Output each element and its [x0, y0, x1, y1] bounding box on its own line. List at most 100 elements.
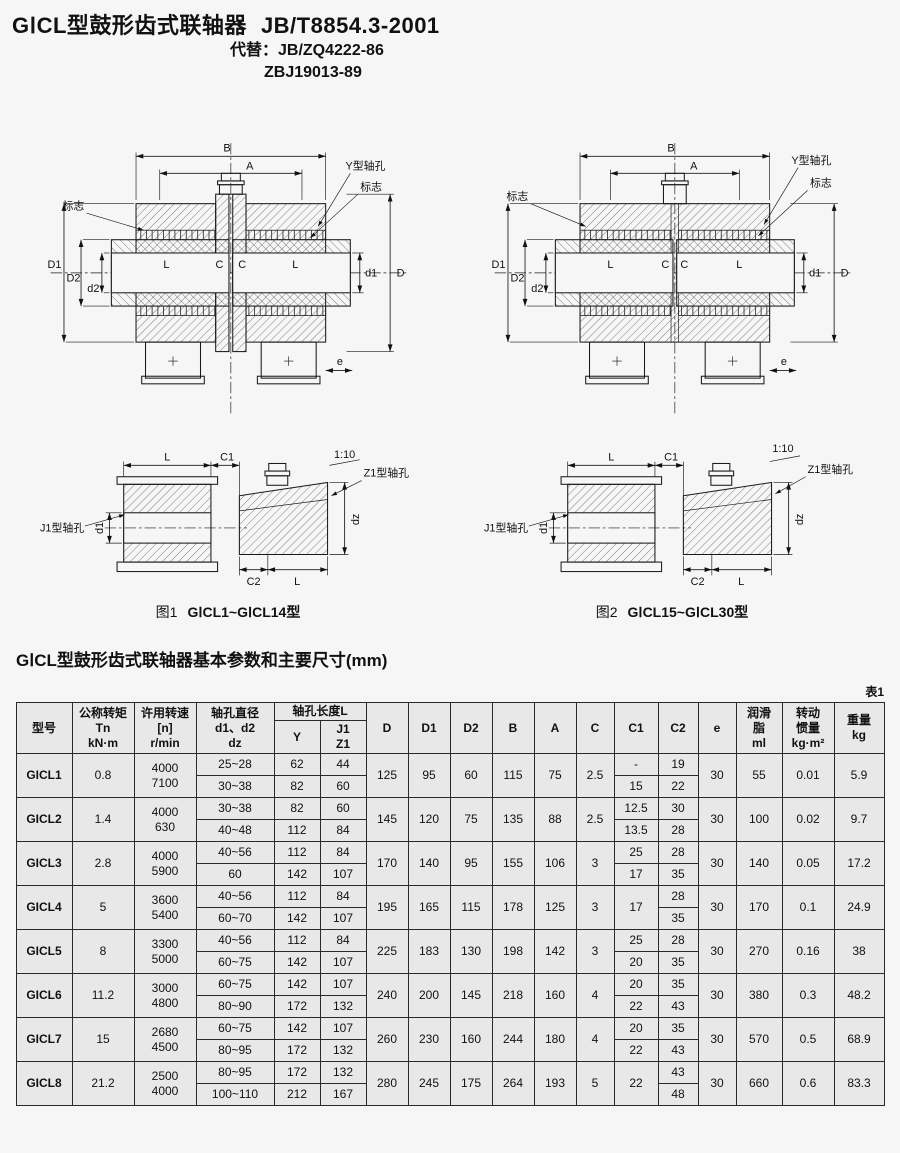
cell-B: 178 [491, 885, 535, 930]
dim-label-d2: d2 [531, 283, 543, 295]
cell-weight: 24.9 [833, 885, 885, 930]
dim-label-d1: d1 [94, 522, 106, 534]
cell-A: 160 [533, 973, 577, 1018]
cell-A: 88 [533, 797, 577, 842]
cell-torque: 21.2 [71, 1061, 135, 1106]
cell-C1: 25 [613, 929, 659, 952]
dim-label-d2: d2 [87, 283, 99, 295]
cell-grease: 380 [735, 973, 783, 1018]
cell-grease: 55 [735, 753, 783, 798]
cell-C2: 19 [657, 753, 699, 776]
cell-bore-diameter: 60~75 [195, 973, 275, 996]
cell-C2: 35 [657, 863, 699, 886]
cell-model: GICL7 [15, 1017, 73, 1062]
dimension-d1: d1 [352, 252, 377, 294]
page-title: GⅠCL型鼓形齿式联轴器 JB/T8854.3-2001 [12, 8, 900, 40]
cell-torque: 1.4 [71, 797, 135, 842]
cell-inertia: 0.02 [781, 797, 835, 842]
cell-length-Y: 82 [273, 797, 321, 820]
cell-D1: 183 [407, 929, 451, 974]
dimension-A: A [610, 161, 740, 200]
col-header-D2: D2 [449, 702, 493, 754]
cell-C: 4 [575, 1017, 615, 1062]
cell-D: 260 [365, 1017, 409, 1062]
col-header-J1Z1: J1 Z1 [319, 720, 367, 754]
title-text: GⅠCL型鼓形齿式联轴器 [12, 13, 247, 38]
dimension-d1: d1 [796, 252, 821, 294]
figure-2: B A 标志 Y型轴孔 标志 [452, 88, 892, 622]
cell-length-Y: 112 [273, 841, 321, 864]
cell-model: GICL4 [15, 885, 73, 930]
cell-length-Y: 172 [273, 995, 321, 1018]
cell-B: 244 [491, 1017, 535, 1062]
dim-label-D: D [841, 268, 849, 280]
replaced-standard-2: ZBJ19013-89 [264, 64, 362, 81]
cell-e: 30 [697, 1061, 737, 1106]
col-header-C2: C2 [657, 702, 699, 754]
cell-bore-diameter: 80~95 [195, 1039, 275, 1062]
j1-bore-text: J1型轴孔 [40, 521, 84, 535]
cell-D2: 115 [449, 885, 493, 930]
cell-bore-diameter: 100~110 [195, 1083, 275, 1106]
cell-speed: 3600 5400 [133, 885, 197, 930]
mark-label: 标志 [63, 198, 85, 212]
cell-speed: 3300 5000 [133, 929, 197, 974]
cell-bore-diameter: 60 [195, 863, 275, 886]
col-header-D1: D1 [407, 702, 451, 754]
dimension-B: B [579, 143, 770, 200]
dim-label-dz: dz [794, 514, 806, 526]
section-heading: GⅠCL型鼓形齿式联轴器基本参数和主要尺寸(mm) [16, 651, 388, 670]
dim-label-C1: C1 [664, 452, 678, 464]
mark-label: 标志 [507, 189, 529, 203]
cell-e: 30 [697, 885, 737, 930]
cell-D2: 160 [449, 1017, 493, 1062]
cell-speed: 2500 4000 [133, 1061, 197, 1106]
cell-grease: 270 [735, 929, 783, 974]
cell-C1: 17 [613, 863, 659, 886]
cell-bore-diameter: 40~48 [195, 819, 275, 842]
cell-D1: 165 [407, 885, 451, 930]
col-header-model: 型号 [15, 702, 73, 754]
cell-length-J1Z1: 132 [319, 995, 367, 1018]
dim-label-C2: C2 [247, 576, 261, 588]
cell-length-J1Z1: 107 [319, 973, 367, 996]
cell-length-J1Z1: 132 [319, 1061, 367, 1084]
cell-inertia: 0.1 [781, 885, 835, 930]
cell-C: 2.5 [575, 753, 615, 798]
cell-C2: 43 [657, 1039, 699, 1062]
z1-bore-text: Z1型轴孔 [364, 466, 409, 480]
col-header-torque: 公称转矩 Tn kN·m [71, 702, 135, 754]
dim-label-dz: dz [350, 514, 362, 526]
cell-D1: 230 [407, 1017, 451, 1062]
z1-bore-detail-view: 1:10 Z1型轴孔 dz C2 L [682, 443, 853, 588]
cell-length-J1Z1: 84 [319, 841, 367, 864]
cell-C2: 35 [657, 951, 699, 974]
cell-length-J1Z1: 60 [319, 775, 367, 798]
cell-length-Y: 62 [273, 753, 321, 776]
parameters-table: 型号 公称转矩 Tn kN·m 许用转速 [n] r/min 轴孔直径 d1、d… [15, 702, 885, 1106]
y-bore-text: Y型轴孔 [346, 159, 386, 173]
cell-B: 155 [491, 841, 535, 886]
cell-e: 30 [697, 841, 737, 886]
cell-length-Y: 142 [273, 973, 321, 996]
standard-number: JB/T8854.3-2001 [260, 13, 440, 38]
j1-bore-detail-view: L C1 d1 J1型轴孔 [40, 452, 247, 573]
cell-length-Y: 142 [273, 951, 321, 974]
dim-label-C: C [661, 259, 669, 271]
dim-label-D: D [397, 268, 405, 280]
mark-label: 标志 [360, 179, 382, 193]
dim-label-D1: D1 [492, 259, 506, 271]
j1-bore-detail-view: L C1 d1 J1型轴孔 [484, 452, 691, 573]
cell-C2: 28 [657, 885, 699, 908]
dim-label-D2: D2 [510, 272, 524, 284]
dimension-D2: D2 [66, 239, 110, 307]
dim-label-L: L [292, 259, 298, 271]
cell-D2: 145 [449, 973, 493, 1018]
